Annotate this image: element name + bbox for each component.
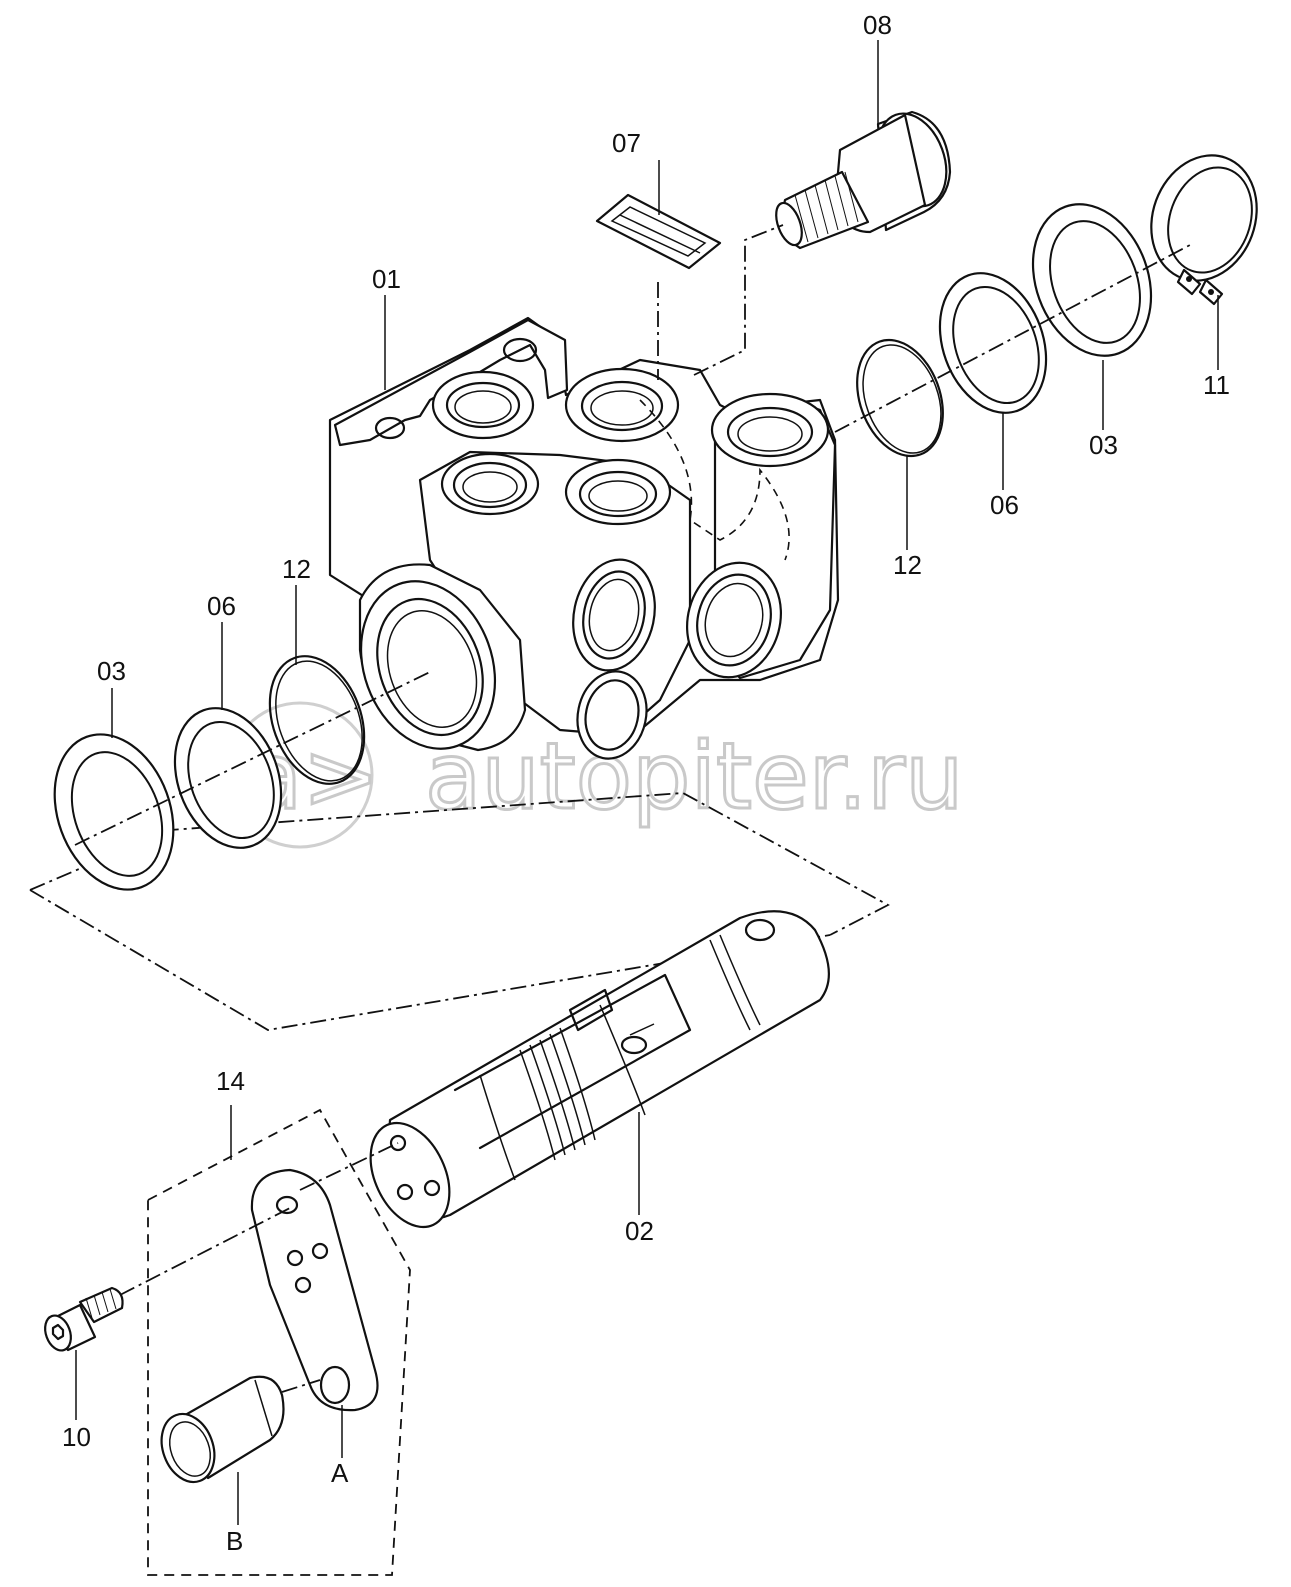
callout-03-left: 03 (97, 656, 126, 686)
callout-07: 07 (612, 128, 641, 158)
part-03-ring-right (1031, 203, 1153, 357)
part-03-ring-left (53, 733, 175, 891)
axis-line-pin (281, 1379, 321, 1393)
leader-lines (75, 40, 1219, 1525)
part-08-plug (775, 110, 952, 250)
callout-03-right: 03 (1089, 430, 1118, 460)
axis-line-right (834, 244, 1191, 433)
part-B-pin (160, 1375, 285, 1484)
axis-line-plug (693, 224, 784, 376)
callout-14: 14 (216, 1066, 245, 1096)
assembly-outline-bottom (29, 889, 831, 1031)
axis-line-screw (119, 1207, 291, 1296)
callout-11: 11 (1203, 370, 1230, 400)
callout-01: 01 (372, 264, 401, 294)
callout-06-right: 06 (990, 490, 1019, 520)
group-14-outline (147, 1108, 411, 1576)
part-06-ring-left (173, 707, 283, 849)
axis-line-spool (299, 1142, 399, 1191)
part-12-oring-right (856, 338, 944, 458)
callout-B: B (226, 1526, 243, 1556)
callout-labels: 08 07 01 11 03 06 12 12 06 03 02 14 10 A… (62, 10, 1230, 1556)
callout-10: 10 (62, 1422, 91, 1452)
part-01-valve-body (328, 316, 840, 760)
axis-line-left (74, 671, 431, 846)
part-02-spool (369, 910, 830, 1229)
part-06-ring-right (938, 272, 1048, 414)
callout-08: 08 (863, 10, 892, 40)
part-10-screw (44, 1286, 124, 1352)
callout-02: 02 (625, 1216, 654, 1246)
callout-A: A (331, 1458, 349, 1488)
part-A-link-plate (250, 1168, 379, 1412)
callout-06-left: 06 (207, 591, 236, 621)
part-07-plate (595, 193, 722, 270)
callout-12-left: 12 (282, 554, 311, 584)
callout-12-right: 12 (893, 550, 922, 580)
part-11-snap-ring (1150, 154, 1258, 306)
watermark-text: autopiter.ru (425, 723, 963, 830)
